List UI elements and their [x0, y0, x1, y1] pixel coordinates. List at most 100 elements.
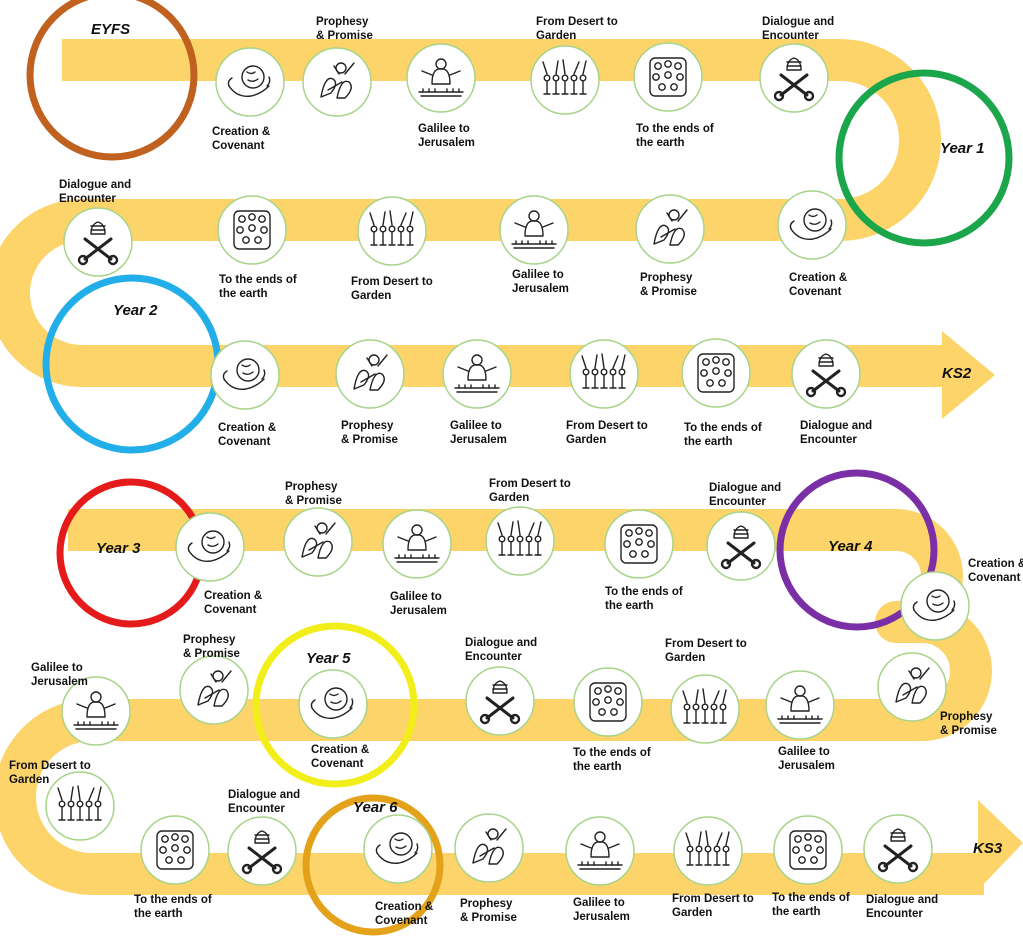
- topic-label-prophesy: Prophesy & Promise: [640, 272, 697, 298]
- topic-node-circle: [140, 815, 210, 885]
- topic-node-circle: [217, 195, 287, 265]
- topic-node-dialogue: [465, 666, 535, 736]
- topic-node-circle: [569, 339, 639, 409]
- topic-node-circle: [179, 655, 249, 725]
- praying-figures-icon: [353, 354, 388, 391]
- topic-label-prophesy: Prophesy & Promise: [341, 420, 398, 446]
- year4-label: Year 4: [828, 538, 873, 555]
- topic-label-dialogue: Dialogue and Encounter: [866, 894, 939, 920]
- topic-node-galilee: [442, 339, 512, 409]
- topic-label-dialogue: Dialogue and Encounter: [709, 482, 782, 508]
- topic-node-ends: [140, 815, 210, 885]
- topic-node-circle: [63, 207, 133, 277]
- praying-figures-icon: [197, 670, 232, 707]
- globe-in-hands-icon: [310, 687, 354, 719]
- topic-node-creation: [175, 512, 245, 582]
- topic-node-creation: [215, 47, 285, 117]
- topic-node-circle: [863, 814, 933, 884]
- topic-node-circle: [877, 652, 947, 722]
- topic-node-prophesy: [635, 194, 705, 264]
- topic-label-prophesy: Prophesy & Promise: [285, 481, 342, 507]
- year2-label: Year 2: [113, 302, 158, 319]
- crowd-of-faces-icon: [156, 830, 194, 870]
- topic-node-ends: [217, 195, 287, 265]
- topic-label-creation: Creation & Covenant: [212, 126, 271, 152]
- topic-node-circle: [499, 195, 569, 265]
- topic-node-circle: [706, 511, 776, 581]
- year4-ring: [776, 469, 938, 631]
- topic-node-prophesy: [179, 655, 249, 725]
- topic-node-circle: [765, 670, 835, 740]
- topic-node-circle: [61, 676, 131, 746]
- papal-keys-icon: [805, 353, 847, 398]
- crowd-of-faces-icon: [649, 57, 687, 97]
- topic-label-desert: From Desert to Garden: [536, 16, 618, 42]
- topic-node-galilee: [406, 43, 476, 113]
- topic-node-creation: [298, 669, 368, 739]
- topic-label-dialogue: Dialogue and Encounter: [59, 179, 132, 205]
- year5-label: Year 5: [306, 650, 351, 667]
- topic-node-circle: [759, 43, 829, 113]
- topic-node-prophesy: [283, 507, 353, 577]
- topic-label-ends: To the ends of the earth: [684, 422, 762, 448]
- topic-label-desert: From Desert to Garden: [489, 478, 571, 504]
- topic-node-circle: [681, 338, 751, 408]
- globe-in-hands-icon: [789, 208, 833, 240]
- topic-node-creation: [363, 814, 433, 884]
- crowd-of-faces-icon: [697, 353, 735, 393]
- topic-node-desert: [670, 674, 740, 744]
- crowd-with-palms-icon: [581, 353, 626, 389]
- topic-label-desert: From Desert to Garden: [9, 760, 91, 786]
- crowd-of-faces-icon: [620, 524, 658, 564]
- topic-node-circle: [454, 813, 524, 883]
- topic-node-ends: [681, 338, 751, 408]
- topic-node-circle: [357, 196, 427, 266]
- jesus-teaching-icon: [777, 685, 823, 724]
- topic-node-creation: [777, 190, 847, 260]
- topic-node-circle: [670, 674, 740, 744]
- topic-node-desert: [357, 196, 427, 266]
- topic-node-circle: [773, 815, 843, 885]
- year1-label: Year 1: [940, 140, 985, 157]
- topic-label-galilee: Galilee to Jerusalem: [450, 420, 507, 446]
- jesus-teaching-icon: [73, 691, 119, 730]
- topic-node-circle: [215, 47, 285, 117]
- topic-label-dialogue: Dialogue and Encounter: [465, 637, 538, 663]
- topic-label-creation: Creation & Covenant: [311, 744, 370, 770]
- topic-label-dialogue: Dialogue and Encounter: [762, 16, 835, 42]
- topic-label-ends: To the ends of the earth: [605, 586, 683, 612]
- globe-in-hands-icon: [912, 589, 956, 621]
- topic-node-prophesy: [302, 47, 372, 117]
- topic-node-circle: [363, 814, 433, 884]
- topic-node-circle: [298, 669, 368, 739]
- topic-node-circle: [633, 42, 703, 112]
- topic-node-circle: [635, 194, 705, 264]
- crowd-with-palms-icon: [369, 210, 414, 246]
- praying-figures-icon: [320, 62, 355, 99]
- topic-node-desert: [569, 339, 639, 409]
- globe-in-hands-icon: [222, 358, 266, 390]
- topic-label-ends: To the ends of the earth: [772, 892, 850, 918]
- topic-node-circle: [382, 509, 452, 579]
- jesus-teaching-icon: [454, 354, 500, 393]
- papal-keys-icon: [479, 680, 521, 725]
- ks3-arrowhead: [978, 800, 1023, 890]
- topic-label-ends: To the ends of the earth: [219, 274, 297, 300]
- topic-label-prophesy: Prophesy & Promise: [940, 711, 997, 737]
- topic-label-ends: To the ends of the earth: [573, 747, 651, 773]
- topic-label-ends: To the ends of the earth: [636, 123, 714, 149]
- papal-keys-icon: [241, 830, 283, 875]
- topic-label-creation: Creation & Covenant: [375, 901, 434, 927]
- topic-node-creation: [900, 571, 970, 641]
- ks2-arrowhead: [942, 331, 995, 419]
- topic-label-creation: Creation & Covenant: [968, 558, 1023, 584]
- topic-node-circle: [485, 506, 555, 576]
- topic-nodes: [45, 42, 970, 886]
- topic-node-circle: [442, 339, 512, 409]
- year3-label: Year 3: [96, 540, 141, 557]
- jesus-teaching-icon: [394, 524, 440, 563]
- jesus-teaching-icon: [577, 831, 623, 870]
- topic-label-galilee: Galilee to Jerusalem: [512, 269, 569, 295]
